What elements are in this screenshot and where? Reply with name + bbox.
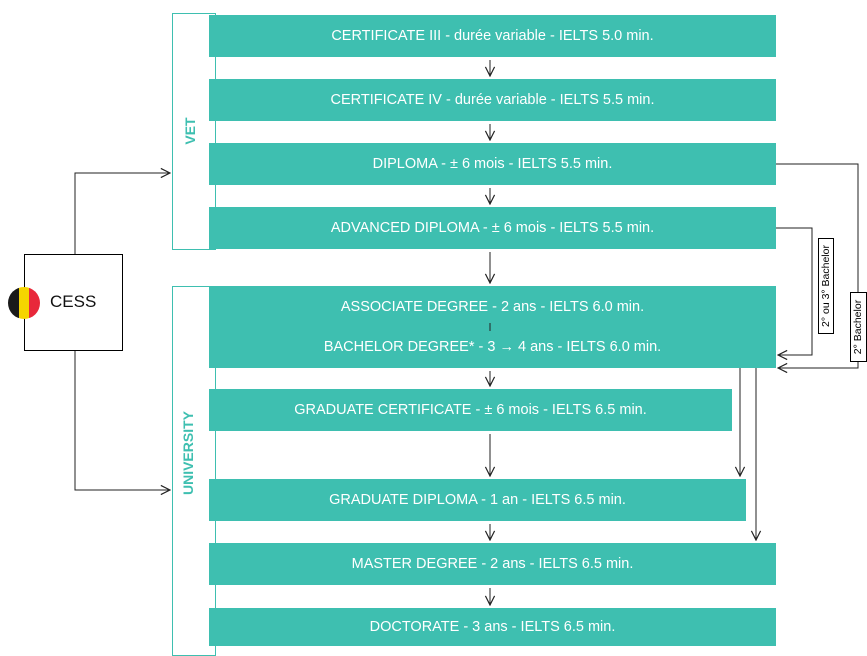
certificate-iv-box: CERTIFICATE IV - durée variable - IELTS … [209,79,776,121]
bachelor-degree-box: BACHELOR DEGREE* - 3 → 4 ans - IELTS 6.0… [209,326,776,368]
advdiploma-to-bachelor-line [776,227,813,355]
belgium-flag-icon [8,287,40,319]
vet-section-frame [172,13,216,250]
flag-red-stripe [29,287,40,319]
flag-yellow-stripe [18,287,30,319]
diploma-to-bachelor-line [776,163,859,368]
second-or-third-bachelor-note: 2° ou 3° Bachelor [818,238,834,334]
advanced-diploma-box: ADVANCED DIPLOMA - ± 6 mois - IELTS 5.5 … [209,207,776,249]
cess-label: CESS [50,292,97,311]
doctorate-box: DOCTORATE - 3 ans - IELTS 6.5 min. [209,608,776,646]
graduate-diploma-box: GRADUATE DIPLOMA - 1 an - IELTS 6.5 min. [209,479,746,521]
associate-degree-box: ASSOCIATE DEGREE - 2 ans - IELTS 6.0 min… [209,286,776,328]
cess-box [24,254,123,351]
second-bachelor-note: 2° Bachelor [850,292,867,362]
diploma-box: DIPLOMA - ± 6 mois - IELTS 5.5 min. [209,143,776,185]
flag-black-stripe [8,287,19,319]
master-degree-box: MASTER DEGREE - 2 ans - IELTS 6.5 min. [209,543,776,585]
certificate-iii-box: CERTIFICATE III - durée variable - IELTS… [209,15,776,57]
graduate-certificate-box: GRADUATE CERTIFICATE - ± 6 mois - IELTS … [209,389,732,431]
cess-to-university-arrow [74,351,170,490]
cess-to-vet-arrow [74,173,170,254]
